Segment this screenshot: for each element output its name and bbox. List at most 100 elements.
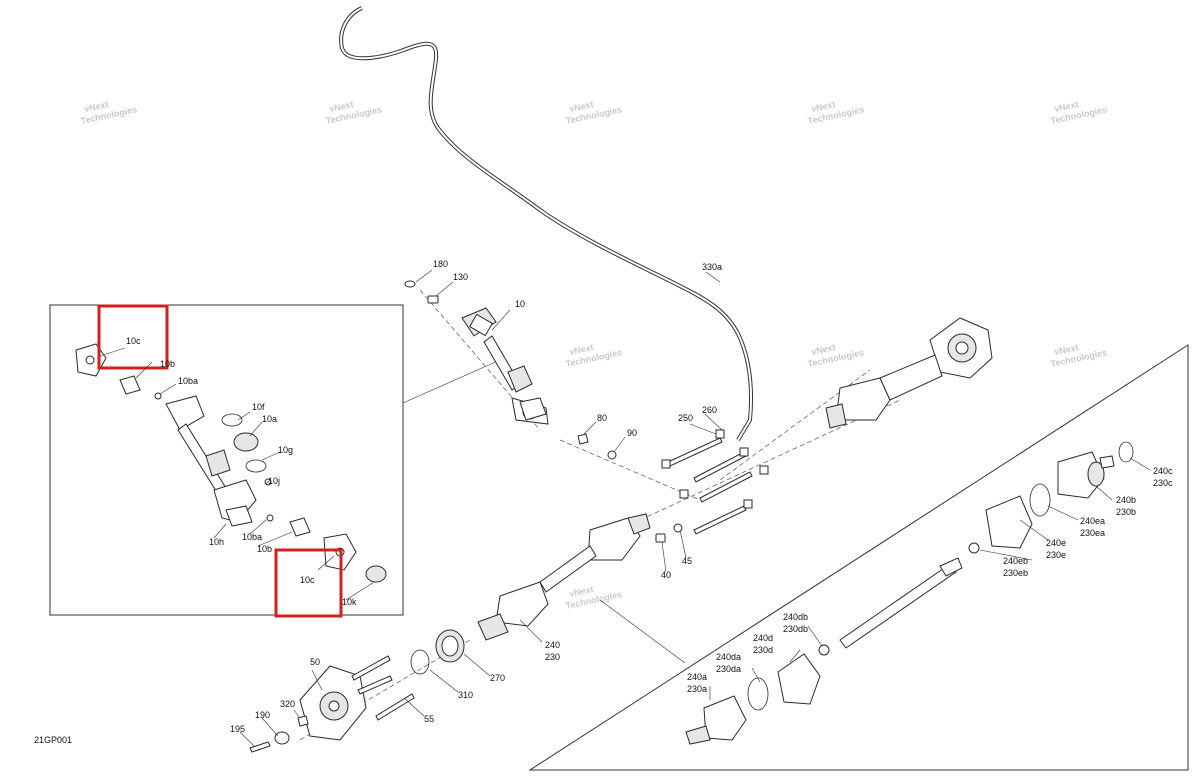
inset-ring-10g[interactable] <box>245 459 267 473</box>
label-270: 270 <box>490 673 505 683</box>
label-inset-10b-top: 10b <box>160 359 175 369</box>
label-230db: 230db <box>783 624 808 634</box>
bolts-250-260[interactable] <box>661 429 769 535</box>
label-inset-10b-bot: 10b <box>257 544 272 554</box>
label-230c: 230c <box>1153 478 1173 488</box>
detail-cv-axle-frame <box>528 344 1189 771</box>
label-330a: 330a <box>702 262 722 272</box>
bearing-270[interactable] <box>435 629 465 663</box>
inset-boot-10a[interactable] <box>233 432 259 452</box>
label-230da: 230da <box>716 664 741 674</box>
wheel-hub-top[interactable] <box>929 317 993 379</box>
bolts-55[interactable] <box>351 655 415 721</box>
outer-joint-240a-230a[interactable] <box>685 695 747 745</box>
inset-cross-10b-top[interactable] <box>119 375 141 395</box>
label-310: 310 <box>458 690 473 700</box>
svg-text:vNext: vNext <box>568 342 594 357</box>
label-10: 10 <box>515 299 525 309</box>
label-inset-10c-top: 10c <box>126 336 141 346</box>
nut-320[interactable] <box>297 715 309 727</box>
washer-90[interactable] <box>607 450 617 460</box>
label-230eb: 230eb <box>1003 568 1028 578</box>
inset-cross-10b-bot[interactable] <box>289 517 311 537</box>
drive-shaft-10[interactable] <box>461 307 549 425</box>
label-240ea: 240ea <box>1080 516 1105 526</box>
highlight-box-10c-top <box>97 304 169 370</box>
svg-text:vNext: vNext <box>1053 99 1079 114</box>
nut-40[interactable] <box>655 533 666 543</box>
washer-45[interactable] <box>673 523 683 533</box>
clamp-240eb-230eb[interactable] <box>968 542 980 554</box>
inset-clip-10ba-bot[interactable] <box>266 514 274 522</box>
nut-130[interactable] <box>427 295 439 304</box>
svg-text:vNext: vNext <box>568 99 594 114</box>
label-inset-10k: 10k <box>342 597 357 607</box>
retaining-ring-310[interactable] <box>410 649 430 675</box>
clamp-240ea-230ea[interactable] <box>1029 483 1051 517</box>
inset-clip-10ba-top[interactable] <box>154 392 162 400</box>
label-inset-10j: 10j <box>268 476 280 486</box>
label-240: 240 <box>545 640 560 650</box>
label-40: 40 <box>661 570 671 580</box>
diagram-code: 21GP001 <box>34 735 72 745</box>
label-inset-10a: 10a <box>262 414 277 424</box>
label-230b: 230b <box>1116 507 1136 517</box>
inset-shaft-10[interactable] <box>165 395 257 523</box>
inset-ring-10f[interactable] <box>221 413 243 427</box>
boot-240e-230e[interactable] <box>985 495 1033 549</box>
cv-axle-240-230[interactable] <box>477 513 651 641</box>
label-inset-10f: 10f <box>252 402 265 412</box>
label-inset-10g: 10g <box>278 445 293 455</box>
label-320: 320 <box>280 699 295 709</box>
knuckle-50[interactable] <box>299 665 367 741</box>
clamp-240c-230c[interactable] <box>1118 441 1134 463</box>
label-80: 80 <box>597 413 607 423</box>
label-inset-10h: 10h <box>209 537 224 547</box>
label-55: 55 <box>424 714 434 724</box>
svg-text:vNext: vNext <box>328 99 354 114</box>
clamp-240db-230db[interactable] <box>818 644 830 656</box>
label-190: 190 <box>255 710 270 720</box>
label-inset-10ba-top: 10ba <box>178 376 198 386</box>
label-inset-10ba-bot: 10ba <box>242 532 262 542</box>
inner-joint-240b-230b[interactable] <box>1057 451 1115 499</box>
bolt-180[interactable] <box>404 280 416 288</box>
label-230d: 230d <box>753 645 773 655</box>
label-90: 90 <box>627 428 637 438</box>
inset-yoke-10h[interactable] <box>225 505 253 527</box>
label-195: 195 <box>230 724 245 734</box>
label-240d: 240d <box>753 633 773 643</box>
label-230ea: 230ea <box>1080 528 1105 538</box>
cv-axle-shaft-detail[interactable] <box>839 557 963 649</box>
pin-195[interactable] <box>249 741 271 753</box>
inset-ring-10k[interactable] <box>365 565 387 583</box>
leader-lines <box>99 269 1151 747</box>
boot-240d-230d[interactable] <box>777 653 821 705</box>
label-240b: 240b <box>1116 495 1136 505</box>
label-230a: 230a <box>687 684 707 694</box>
svg-text:vNext: vNext <box>83 99 109 114</box>
washer-80[interactable] <box>577 433 589 445</box>
svg-text:vNext: vNext <box>568 584 594 599</box>
inset-callout-line <box>402 359 501 404</box>
label-240c: 240c <box>1153 466 1173 476</box>
label-250: 250 <box>678 413 693 423</box>
cv-axle-callout-line <box>599 599 686 664</box>
washer-190[interactable] <box>274 731 290 745</box>
label-260: 260 <box>702 405 717 415</box>
inset-labels: 10c 10b 10ba 10f 10a 10g 10j 10h 10ba 10… <box>126 336 357 607</box>
cv-axle-upper[interactable] <box>825 354 943 429</box>
label-240e: 240e <box>1046 538 1066 548</box>
axis-line-main <box>419 289 701 501</box>
